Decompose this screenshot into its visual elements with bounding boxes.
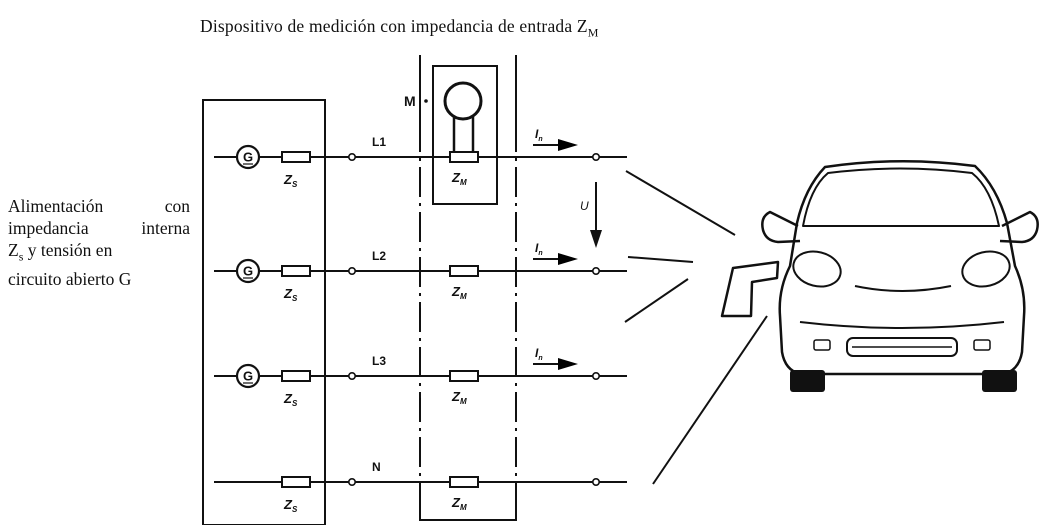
meter-impedance-label: ZM [451, 389, 467, 406]
meter: M [404, 65, 498, 205]
title-subscript: M [587, 25, 599, 40]
terminal [347, 371, 356, 380]
output-terminal [591, 266, 600, 275]
meter-box [432, 65, 498, 205]
line-label: L1 [372, 135, 386, 149]
current-arrow-head [558, 358, 578, 370]
measuring-device-enclosure [419, 55, 517, 521]
headlight-left [792, 250, 842, 288]
terminal [347, 477, 356, 486]
fog-light-right [973, 339, 991, 351]
source-impedance-label: ZS [283, 172, 298, 189]
source-impedance-label: ZS [283, 497, 298, 514]
source-impedance-label: ZS [283, 286, 298, 303]
mirror-left [761, 210, 801, 244]
mirror-right [999, 210, 1039, 244]
vehicle-leads [624, 170, 768, 485]
source-impedance-resistor [281, 476, 311, 488]
generator-symbol [235, 258, 261, 284]
current-label: In [535, 127, 543, 143]
meter-impedance-label: ZM [451, 495, 467, 512]
wheel-right [982, 370, 1017, 392]
source-impedance-label: ZS [283, 391, 298, 408]
vehicle [761, 159, 1039, 392]
supply-note-line-4: circuito abierto G [8, 268, 132, 289]
generator-label: G [243, 369, 253, 384]
charging-plug [720, 260, 780, 318]
meter-impedance-resistor [449, 265, 479, 277]
current-arrow-head [558, 253, 578, 265]
voltage-arrow: U [580, 182, 602, 248]
output-terminal [591, 153, 600, 162]
supply-note-line-1: Alimentación con [8, 196, 190, 216]
supply-description: Alimentación con impedancia interna Zs y… [8, 195, 190, 290]
bumper-line [799, 321, 1005, 329]
meter-impedance-label: ZM [451, 170, 467, 187]
meter-impedance-resistor [449, 476, 479, 488]
source-impedance-resistor [281, 265, 311, 277]
supply-note-line-3-rest: y tensión en [23, 240, 113, 260]
windshield [802, 167, 1000, 227]
generator-label: G [243, 264, 253, 279]
output-terminal [591, 371, 600, 380]
line-label: N [372, 460, 381, 474]
generator-symbol [235, 144, 261, 170]
current-label: In [535, 241, 543, 257]
current-arrow-head [558, 139, 578, 151]
current-label: In [535, 346, 543, 362]
line-label: L3 [372, 354, 386, 368]
diagram-title: Dispositivo de medición con impedancia d… [200, 16, 599, 41]
generator-symbol [235, 363, 261, 389]
circuit-line-4: ZS N ZM [214, 460, 627, 514]
supply-box [202, 99, 326, 525]
hood-line [854, 285, 952, 292]
fog-light-left [813, 339, 831, 351]
vehicle-body [778, 159, 1026, 376]
supply-note-line-2: impedancia interna [8, 218, 190, 238]
line-label: L2 [372, 249, 386, 263]
voltage-label: U [580, 199, 589, 213]
supply-note-z: Z [8, 240, 19, 260]
supply-note-z-subscript: s [18, 249, 24, 264]
source-impedance-resistor [281, 151, 311, 163]
meter-impedance-resistor [449, 370, 479, 382]
meter-impedance-resistor [449, 151, 479, 163]
terminal [347, 153, 356, 162]
headlight-right [961, 250, 1011, 288]
source-impedance-resistor [281, 370, 311, 382]
supply-note-line-3: Zs y tensión en [8, 239, 190, 268]
meter-label: M [404, 93, 416, 109]
output-terminal [591, 477, 600, 486]
title-text: Dispositivo de medición con impedancia d… [200, 16, 588, 36]
wheel-left [790, 370, 825, 392]
grille [846, 337, 958, 357]
generator-label: G [243, 150, 253, 165]
meter-impedance-label: ZM [451, 284, 467, 301]
terminal [347, 266, 356, 275]
meter-gauge [443, 81, 483, 121]
